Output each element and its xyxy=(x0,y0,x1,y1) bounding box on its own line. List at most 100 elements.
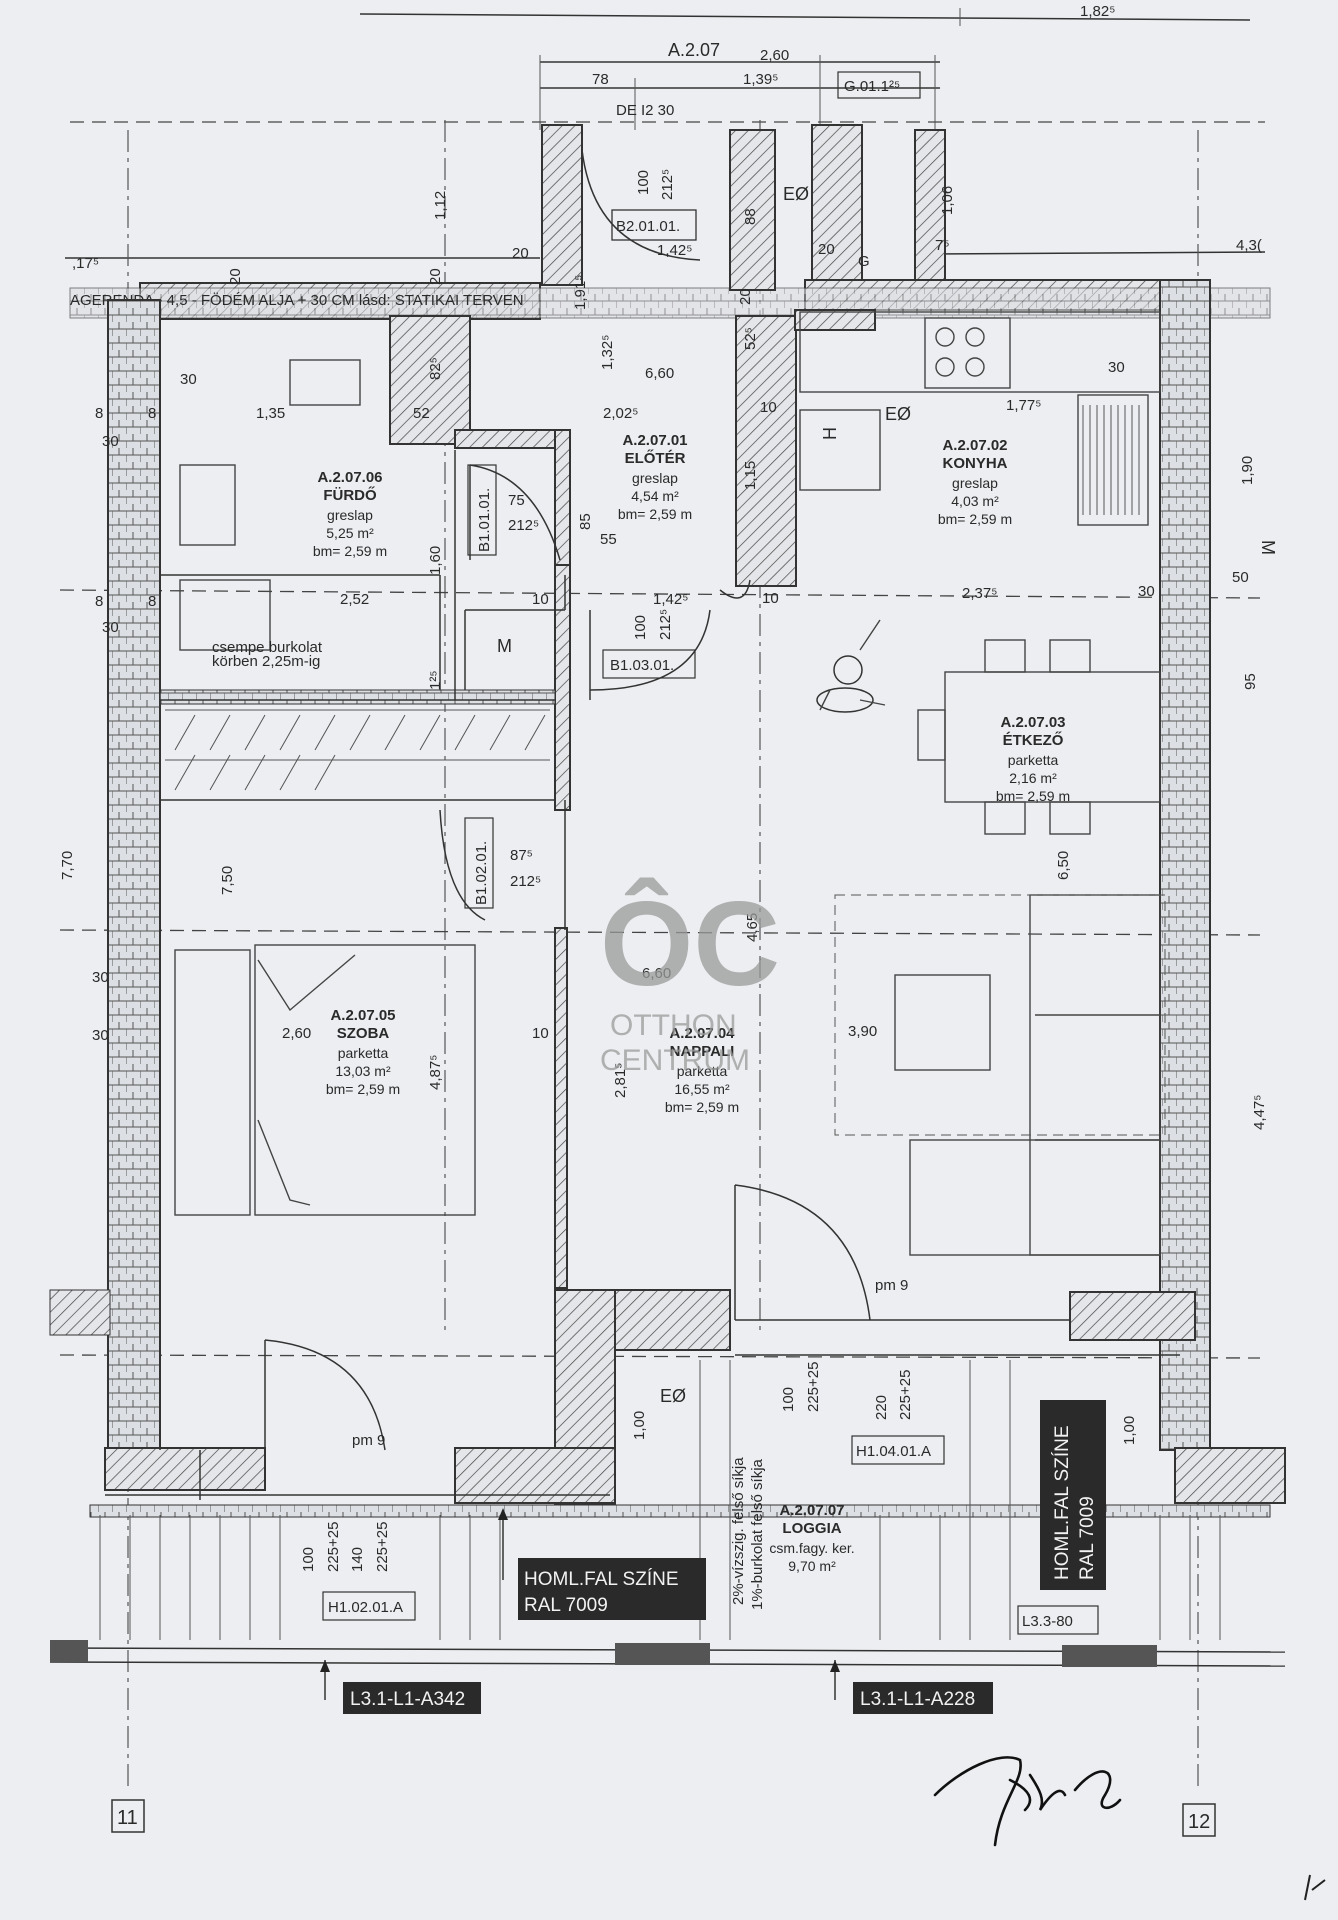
svg-text:6,60: 6,60 xyxy=(645,365,674,382)
grid-axis-11: 11 xyxy=(117,1807,138,1829)
callout-homlfal-2: HOML.FAL SZÍNE RAL 7009 xyxy=(1040,1400,1106,1590)
svg-text:30: 30 xyxy=(92,1027,109,1044)
svg-text:30: 30 xyxy=(102,619,119,636)
walls: AGERENDA - 4,5 - FÖDÉM ALJA + 30 CM lásd… xyxy=(49,124,1286,1518)
svg-text:100: 100 xyxy=(780,1387,797,1412)
plan-title: A.2.07 xyxy=(668,40,720,60)
svg-text:1,00: 1,00 xyxy=(1121,1416,1138,1445)
svg-text:6,50: 6,50 xyxy=(1055,851,1072,880)
top-dimension-chain: 1,82⁵ A.2.07 2,60 78 1,39⁵ G.01.1²⁵ DE I… xyxy=(65,3,1266,272)
dim-left-edge: ,17⁵ xyxy=(72,255,99,272)
svg-text:1,77⁵: 1,77⁵ xyxy=(1006,397,1041,414)
svg-text:30: 30 xyxy=(1138,583,1155,600)
svg-text:A.2.07.07: A.2.07.07 xyxy=(779,1502,844,1519)
door-tag-b1-02-01: B1.02.01. xyxy=(473,841,490,905)
dim-right-edge: 4,3( xyxy=(1236,237,1262,254)
svg-text:NAPPALI: NAPPALI xyxy=(670,1043,735,1060)
window-tag-h1-04-01-a: H1.04.01.A xyxy=(856,1443,931,1460)
svg-text:RAL 7009: RAL 7009 xyxy=(524,1595,608,1616)
svg-text:SZOBA: SZOBA xyxy=(337,1025,390,1042)
eo-note-2: EØ xyxy=(885,404,911,424)
furniture xyxy=(174,311,1166,1256)
room-eloter: A.2.07.01 ELŐTÉR greslap 4,54 m² bm= 2,5… xyxy=(618,432,692,522)
room-etkezo: A.2.07.03 ÉTKEZŐ parketta 2,16 m² bm= 2,… xyxy=(996,714,1070,804)
svg-text:10: 10 xyxy=(762,590,779,607)
svg-text:8: 8 xyxy=(95,405,103,422)
svg-text:52⁵: 52⁵ xyxy=(742,327,759,350)
h-label: H xyxy=(820,427,840,440)
person-figure-icon xyxy=(816,619,886,713)
svg-text:30: 30 xyxy=(1108,359,1125,376)
svg-text:4,03 m²: 4,03 m² xyxy=(951,493,999,509)
svg-text:bm= 2,59 m: bm= 2,59 m xyxy=(938,511,1012,527)
eo-note-3: EØ xyxy=(660,1386,686,1406)
eo-note-1: EØ xyxy=(783,184,809,204)
svg-text:87⁵: 87⁵ xyxy=(510,847,533,864)
svg-text:9,70 m²: 9,70 m² xyxy=(788,1558,836,1574)
svg-text:1,06: 1,06 xyxy=(939,186,956,215)
svg-text:2,37⁵: 2,37⁵ xyxy=(962,585,997,602)
svg-text:parketta: parketta xyxy=(1008,752,1059,768)
svg-text:20: 20 xyxy=(737,288,754,305)
svg-text:bm= 2,59 m: bm= 2,59 m xyxy=(996,788,1070,804)
svg-text:1,35: 1,35 xyxy=(256,405,285,422)
svg-text:82⁵: 82⁵ xyxy=(427,357,444,380)
room-konyha: A.2.07.02 KONYHA greslap 4,03 m² bm= 2,5… xyxy=(938,437,1012,527)
loggia-slope-2: 1%-burkolat felső síkja xyxy=(749,1458,766,1610)
room-szoba: A.2.07.05 SZOBA parketta 13,03 m² bm= 2,… xyxy=(326,1007,400,1097)
svg-text:30: 30 xyxy=(92,969,109,986)
coffee-table xyxy=(894,974,991,1071)
svg-text:7,50: 7,50 xyxy=(219,866,236,895)
svg-text:100: 100 xyxy=(635,170,652,195)
svg-text:100: 100 xyxy=(300,1547,317,1572)
interior-lines xyxy=(105,330,1180,1500)
svg-text:225+25: 225+25 xyxy=(374,1522,391,1572)
bottom-tags: L3.1-L1-A342 L3.1-L1-A228 xyxy=(320,1660,993,1714)
svg-text:A.2.07.01: A.2.07.01 xyxy=(622,432,687,449)
svg-text:52: 52 xyxy=(413,405,430,422)
room-loggia: A.2.07.07 LOGGIA csm.fagy. ker. 9,70 m² xyxy=(769,1502,854,1574)
bottom-tag-a228: L3.1-L1-A228 xyxy=(860,1689,975,1710)
notes: csempe burkolat körben 2,25m-ig 2%-vízsz… xyxy=(212,184,1278,1610)
dim-total-width: 2,60 xyxy=(760,47,789,64)
svg-text:A.2.07.03: A.2.07.03 xyxy=(1000,714,1065,731)
svg-text:RAL 7009: RAL 7009 xyxy=(1077,1496,1098,1580)
svg-text:A.2.07.04: A.2.07.04 xyxy=(669,1025,735,1042)
grid-axis-12: 12 xyxy=(1188,1811,1210,1833)
svg-text:30: 30 xyxy=(180,371,197,388)
svg-text:212⁵: 212⁵ xyxy=(657,609,674,640)
room-nappali: A.2.07.04 NAPPALI parketta 16,55 m² bm= … xyxy=(665,1025,739,1115)
svg-text:KONYHA: KONYHA xyxy=(942,455,1007,472)
svg-text:50: 50 xyxy=(1232,569,1249,586)
svg-text:30: 30 xyxy=(102,433,119,450)
svg-text:1,90: 1,90 xyxy=(1239,456,1256,485)
svg-text:FÜRDŐ: FÜRDŐ xyxy=(323,486,377,504)
svg-text:greslap: greslap xyxy=(952,475,998,491)
svg-text:5,25 m²: 5,25 m² xyxy=(326,525,374,541)
svg-text:4,65: 4,65 xyxy=(744,913,761,942)
m-label-2: M xyxy=(1258,540,1278,555)
svg-text:A.2.07.05: A.2.07.05 xyxy=(330,1007,395,1024)
dim-left-seg: 78 xyxy=(592,71,609,88)
svg-text:A.2.07.06: A.2.07.06 xyxy=(317,469,382,486)
svg-text:212⁵: 212⁵ xyxy=(508,517,539,534)
svg-text:csm.fagy. ker.: csm.fagy. ker. xyxy=(769,1540,854,1556)
svg-text:1,91⁵: 1,91⁵ xyxy=(572,275,589,310)
svg-text:ÉTKEZŐ: ÉTKEZŐ xyxy=(1003,731,1064,749)
svg-text:1,15: 1,15 xyxy=(742,461,759,490)
svg-text:2,81⁵: 2,81⁵ xyxy=(612,1063,629,1098)
svg-text:75: 75 xyxy=(508,492,525,509)
svg-text:ELŐTÉR: ELŐTÉR xyxy=(625,449,686,467)
loggia-slope-1: 2%-vízszig. felső síkja xyxy=(730,1457,747,1605)
svg-text:greslap: greslap xyxy=(632,470,678,486)
dim-mid-seg: 1,39⁵ xyxy=(743,71,778,88)
pm-note-1: pm 9 xyxy=(875,1277,908,1294)
svg-text:55: 55 xyxy=(600,531,617,548)
window-tag-h1-02-01-a: H1.02.01.A xyxy=(328,1599,403,1616)
svg-text:4,54 m²: 4,54 m² xyxy=(631,488,679,504)
dim-right-label: G.01.1²⁵ xyxy=(844,78,900,95)
dim-overall-right: 1,82⁵ xyxy=(1080,3,1115,20)
svg-text:20: 20 xyxy=(818,241,835,258)
window-tags: H1.04.01.A H1.02.01.A L3.3-80 xyxy=(322,1435,1099,1635)
